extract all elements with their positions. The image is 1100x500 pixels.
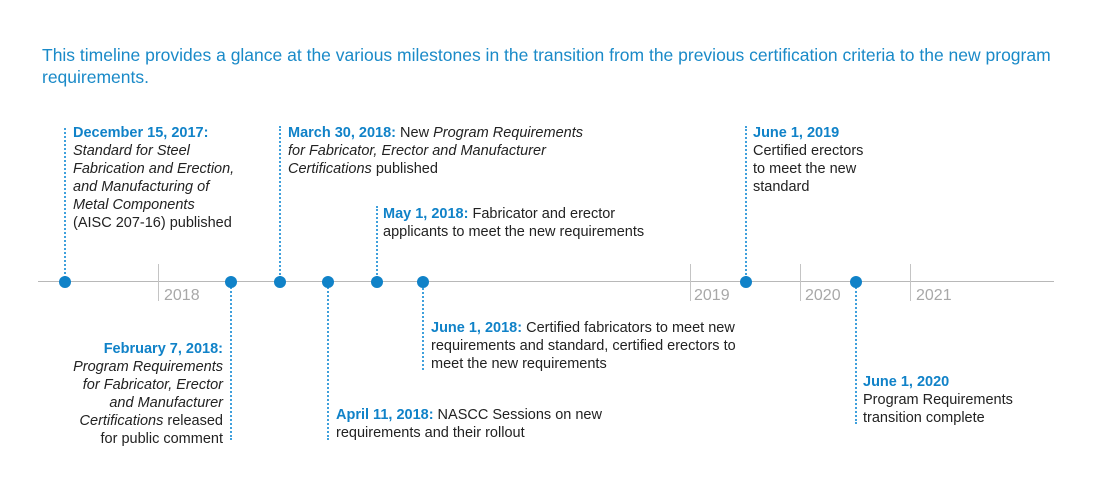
connector-line	[230, 284, 232, 440]
connector-line	[64, 128, 66, 278]
milestone-dot	[417, 276, 429, 288]
milestone-dot	[59, 276, 71, 288]
event-line: for public comment	[100, 431, 224, 447]
connector-line	[327, 284, 329, 440]
year-tick-2020	[800, 264, 801, 301]
event-line: Program Requirements	[863, 392, 1013, 408]
event-line: NASCC Sessions on new	[433, 407, 602, 423]
year-label-2020: 2020	[805, 287, 841, 304]
year-label-2019: 2019	[694, 287, 730, 304]
event-line: standard	[753, 179, 810, 195]
event-line: Fabricator and erector	[468, 206, 616, 222]
event-line: Certifications	[288, 161, 372, 177]
event-line: to meet the new	[753, 161, 857, 177]
event-date: May 1, 2018:	[383, 206, 469, 222]
milestone-dot	[225, 276, 237, 288]
event-date: March 30, 2018:	[288, 125, 397, 141]
event-date: February 7, 2018:	[103, 341, 223, 357]
connector-line	[855, 284, 857, 424]
year-tick-2018	[158, 264, 159, 301]
event-line: and Manufacturer	[109, 395, 223, 411]
timeline-axis	[38, 281, 1054, 282]
intro-text: This timeline provides a glance at the v…	[42, 45, 1051, 87]
event-mar-2018: March 30, 2018: New Program Requirements…	[288, 124, 648, 178]
event-date: June 1, 2019	[753, 125, 840, 141]
event-line: Certified fabricators to meet new	[522, 320, 735, 336]
year-label-2021: 2021	[916, 287, 952, 304]
milestone-dot	[740, 276, 752, 288]
event-apr-2018: April 11, 2018: NASCC Sessions on new re…	[336, 406, 656, 442]
event-line: Program Requirements	[73, 359, 223, 375]
event-line: for Fabricator, Erector	[82, 377, 223, 393]
event-line: released	[163, 413, 223, 429]
event-line: Fabrication and Erection,	[73, 161, 235, 177]
milestone-dot	[322, 276, 334, 288]
event-date: April 11, 2018:	[336, 407, 434, 423]
event-line: Certifications	[79, 413, 164, 429]
event-line: Certified erectors	[753, 143, 864, 159]
event-line: for Fabricator, Erector and Manufacturer	[288, 143, 546, 159]
event-may-2018: May 1, 2018: Fabricator and erector appl…	[383, 205, 703, 241]
event-jun-2019: June 1, 2019 Certified erectors to meet …	[753, 124, 933, 196]
event-line: requirements and their rollout	[336, 425, 525, 441]
connector-line	[376, 206, 378, 278]
event-dec-2017: December 15, 2017: Standard for Steel Fa…	[73, 124, 273, 232]
event-jun-2020: June 1, 2020 Program Requirements transi…	[863, 373, 1063, 427]
event-line: transition complete	[863, 410, 985, 426]
connector-line	[745, 126, 747, 278]
event-line: (AISC 207-16) published	[73, 215, 232, 231]
event-jun-2018: June 1, 2018: Certified fabricators to m…	[431, 319, 791, 373]
event-line: applicants to meet the new requirements	[383, 224, 645, 240]
milestone-dot	[371, 276, 383, 288]
event-line: New	[396, 125, 434, 141]
event-line: published	[371, 161, 438, 177]
milestone-dot	[274, 276, 286, 288]
connector-line	[422, 284, 424, 370]
event-line: requirements and standard, certified ere…	[431, 338, 736, 354]
event-line: Metal Components	[73, 197, 195, 213]
milestone-dot	[850, 276, 862, 288]
year-tick-2021	[910, 264, 911, 301]
event-line: and Manufacturing of	[73, 179, 210, 195]
event-line: Standard for Steel	[73, 143, 190, 159]
year-tick-2019	[690, 264, 691, 301]
event-line: Program Requirements	[433, 125, 583, 141]
year-label-2018: 2018	[164, 287, 200, 304]
event-date: June 1, 2018:	[431, 320, 523, 336]
event-line: meet the new requirements	[431, 356, 607, 372]
connector-line	[279, 126, 281, 278]
event-feb-2018: February 7, 2018: Program Requirements f…	[22, 340, 223, 448]
event-date: June 1, 2020	[863, 374, 950, 390]
event-date: December 15, 2017:	[73, 125, 209, 141]
